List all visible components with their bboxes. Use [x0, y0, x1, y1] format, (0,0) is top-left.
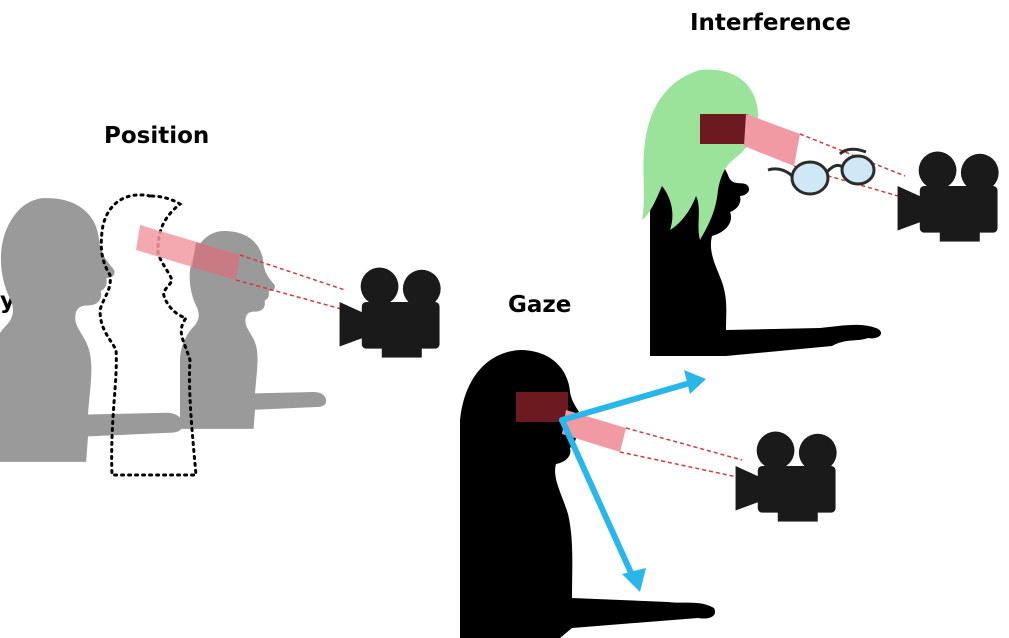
- video-camera-icon: [736, 432, 837, 522]
- gaze-arrow-icon: [562, 383, 690, 575]
- gaze-group: [460, 350, 837, 638]
- eye-bar: [700, 114, 748, 144]
- video-camera-icon: [898, 152, 999, 242]
- sight-line-bottom: [620, 452, 742, 478]
- person-silhouette-gaze: [460, 350, 715, 638]
- position-group: [0, 195, 441, 475]
- gaze-arrow-head-down: [622, 568, 646, 592]
- gaze-zone-bar: [744, 114, 800, 166]
- sight-line-top: [626, 428, 742, 460]
- interference-group: [642, 70, 999, 356]
- video-camera-icon: [340, 268, 441, 358]
- gaze-arrow-head-up: [684, 370, 706, 394]
- eye-bar: [516, 392, 568, 422]
